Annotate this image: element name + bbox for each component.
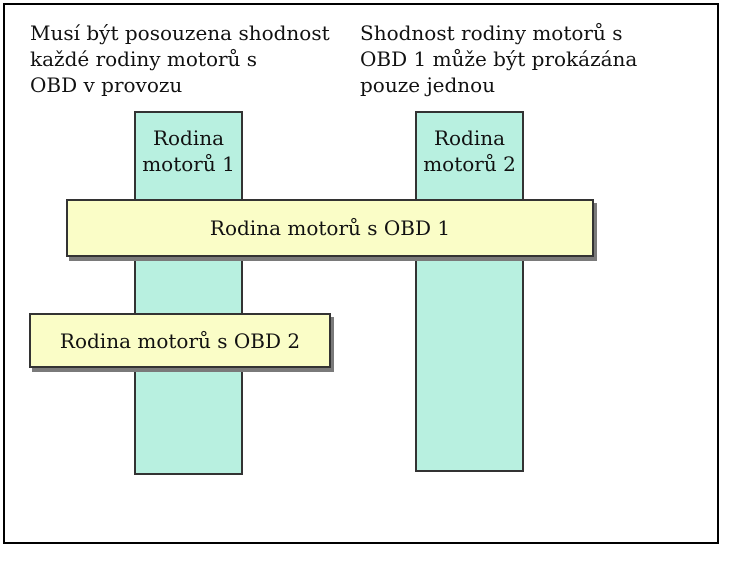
obd-family-2-label: Rodina motorů s OBD 2 bbox=[59, 328, 301, 353]
obd-family-1-label: Rodina motorů s OBD 1 bbox=[209, 216, 451, 240]
obd-family-2-band: Rodina motorů s OBD 2 bbox=[29, 313, 331, 368]
note-right-text: Shodnost rodiny motorů s OBD 1 může být … bbox=[360, 21, 638, 97]
note-left-text: Musí být posouzena shodnost každé rodiny… bbox=[30, 21, 330, 97]
engine-family-2-column: Rodina motorů 2 bbox=[415, 111, 524, 472]
engine-family-2-label: Rodina motorů 2 bbox=[423, 126, 516, 176]
engine-family-1-label: Rodina motorů 1 bbox=[142, 126, 235, 176]
engine-family-1-column: Rodina motorů 1 bbox=[134, 111, 243, 475]
diagram-frame bbox=[3, 3, 719, 544]
obd-family-1-band: Rodina motorů s OBD 1 bbox=[66, 199, 594, 257]
